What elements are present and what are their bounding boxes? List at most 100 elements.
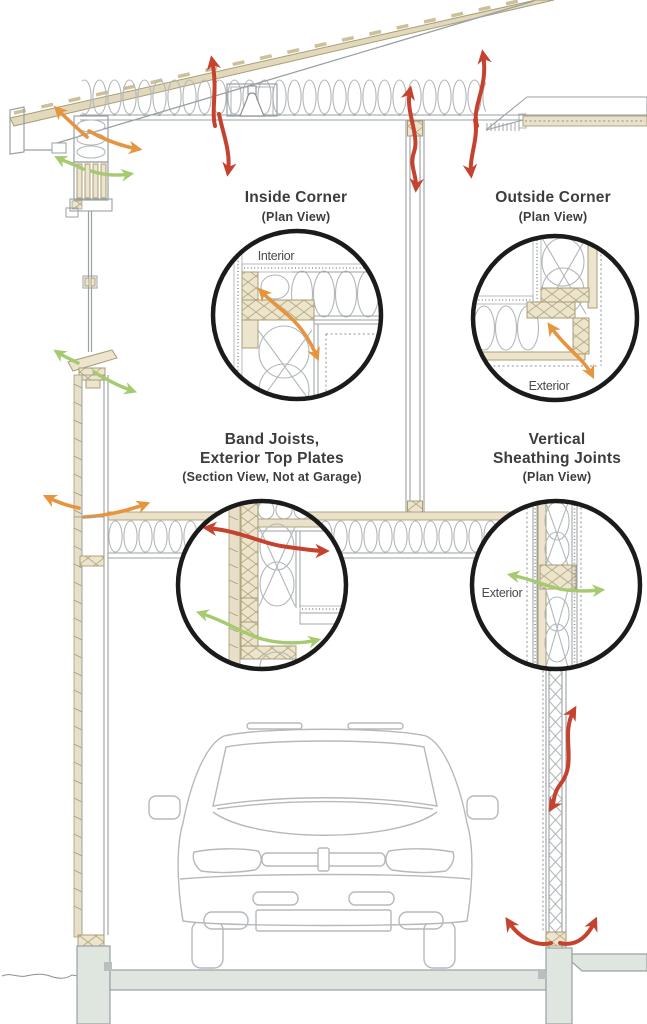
slab-joint-left — [104, 962, 112, 971]
car-body — [177, 728, 473, 927]
exterior-ledge — [571, 953, 647, 972]
sill-plate — [78, 367, 106, 381]
wall-plate — [240, 645, 297, 660]
frieze-block — [51, 142, 67, 154]
grille-emblem — [317, 847, 330, 872]
caption-inside-corner: Inside Corner (Plan View) — [245, 189, 348, 224]
attic-transition-gray-area — [485, 96, 647, 131]
left-stem-wall — [76, 945, 111, 1024]
area-label: Interior — [258, 249, 295, 263]
garage-slab — [109, 969, 547, 991]
air-leak-arrow-attic-transition-down — [462, 118, 478, 179]
slab-joint-right — [538, 971, 546, 979]
fascia-board — [9, 106, 25, 155]
caption-subtitle: (Plan View) — [261, 209, 331, 224]
band-joist-block — [79, 555, 105, 567]
bumper-vent-left — [252, 891, 299, 906]
right-fog-lamp — [398, 911, 444, 930]
interior-face-lower — [103, 517, 109, 935]
air-leak-arrow-eave-up — [53, 105, 89, 139]
left-fog-lamp — [203, 911, 249, 930]
callout-band-joists — [175, 498, 349, 672]
air-leak-arrow-partition-top-plate — [400, 85, 424, 193]
callout-ring — [470, 233, 640, 403]
caption-subtitle: (Section View, Not at Garage) — [182, 470, 362, 485]
area-label: Exterior — [482, 586, 523, 600]
roof-rack-right — [347, 722, 404, 730]
subfloor — [107, 511, 547, 521]
grade-line — [1, 973, 79, 979]
left-bottom-plate — [77, 934, 105, 948]
foundation — [1, 945, 647, 1024]
left-exterior-wall-upper — [65, 115, 118, 518]
air-leak-arrow-band-joist-left — [42, 494, 81, 510]
clapboard-ticks — [73, 383, 83, 911]
hood-crease — [212, 811, 438, 836]
right-headlight — [385, 848, 455, 874]
attic-insulation-batts — [82, 79, 486, 116]
bumper-top-line — [179, 873, 471, 880]
roof-rack-left — [246, 722, 303, 730]
garage-air-arrow-sill-right — [92, 370, 138, 395]
license-plate-recess — [255, 909, 392, 932]
right-stem-wall — [545, 947, 573, 1024]
sheathing-joint-detail — [506, 503, 606, 667]
air-leak-arrow-sill-plate-left — [505, 916, 553, 946]
caption-outside-corner: Outside Corner (Plan View) — [495, 189, 611, 224]
callout-outside-corner: Exterior — [470, 233, 640, 403]
left-mirror — [148, 795, 181, 820]
area-label: Exterior — [529, 379, 570, 393]
air-leak-arrow-light-down — [217, 112, 237, 177]
top-plate-upper — [240, 597, 259, 623]
band-joist-detail — [195, 503, 344, 667]
callout-ring — [175, 498, 349, 672]
caption-title-line2: Exterior Top Plates — [200, 449, 344, 467]
corner-blocking-upper — [540, 287, 590, 303]
caption-subtitle: (Plan View) — [522, 470, 592, 485]
band-joist — [240, 503, 259, 599]
air-leak-arrow-wall-sheathing — [548, 705, 577, 813]
rafter-line — [56, 0, 535, 144]
air-leak-arrow-inside-corner — [257, 287, 320, 362]
garage-air-arrow-wall-top-right — [89, 168, 135, 182]
caption-subtitle: (Plan View) — [518, 209, 588, 224]
corner-stud-lower — [241, 319, 259, 349]
cowl-line — [216, 800, 434, 810]
air-leak-arrow-band-joist — [202, 521, 330, 559]
garage-air-arrow-sill-left — [53, 349, 80, 365]
caption-title-line2: Sheathing Joints — [492, 449, 622, 467]
corner-stud — [572, 317, 590, 355]
attic-floor — [56, 0, 647, 144]
garage-air-arrow-top-plate — [195, 609, 322, 649]
outside-corner-detail — [475, 238, 602, 380]
callout-inside-corner: Interior — [210, 228, 384, 402]
corner-blocking-lower — [526, 301, 576, 319]
window-header-box — [73, 161, 109, 201]
air-leak-arrow-outside-corner — [547, 322, 595, 380]
air-leak-arrow-light-up — [206, 55, 221, 128]
garage-air-arrow-wall-top-left — [54, 156, 85, 171]
right-mirror — [466, 795, 499, 820]
window-check-rail — [82, 275, 98, 289]
caption-vertical-sheathing: Vertical Sheathing Joints (Plan View) — [493, 431, 621, 484]
left-headlight — [192, 848, 262, 874]
garage-air-arrow-sheathing-joint — [506, 570, 606, 598]
caption-title-line1: Band Joists, — [224, 431, 320, 448]
bumper-vent-right — [348, 891, 395, 906]
caption-title: Outside Corner — [495, 189, 611, 206]
head-trim-step — [65, 207, 79, 218]
callout-ring — [469, 498, 643, 672]
windshield — [212, 740, 438, 807]
wall-insulation-upper — [81, 374, 105, 518]
interior-face-upper — [103, 375, 109, 517]
recessed-light-fixture — [226, 83, 278, 117]
uninsulated-cavity — [81, 516, 105, 938]
callout-ring — [210, 228, 384, 402]
vent-tick-strip — [486, 123, 520, 131]
air-leak-arrow-sill-plate-right — [558, 916, 598, 946]
caption-title: Inside Corner — [244, 189, 348, 206]
corner-blocking — [241, 299, 315, 321]
caption-band-joists: Band Joists, Exterior Top Plates (Sectio… — [182, 431, 361, 484]
window-sill — [67, 349, 118, 372]
